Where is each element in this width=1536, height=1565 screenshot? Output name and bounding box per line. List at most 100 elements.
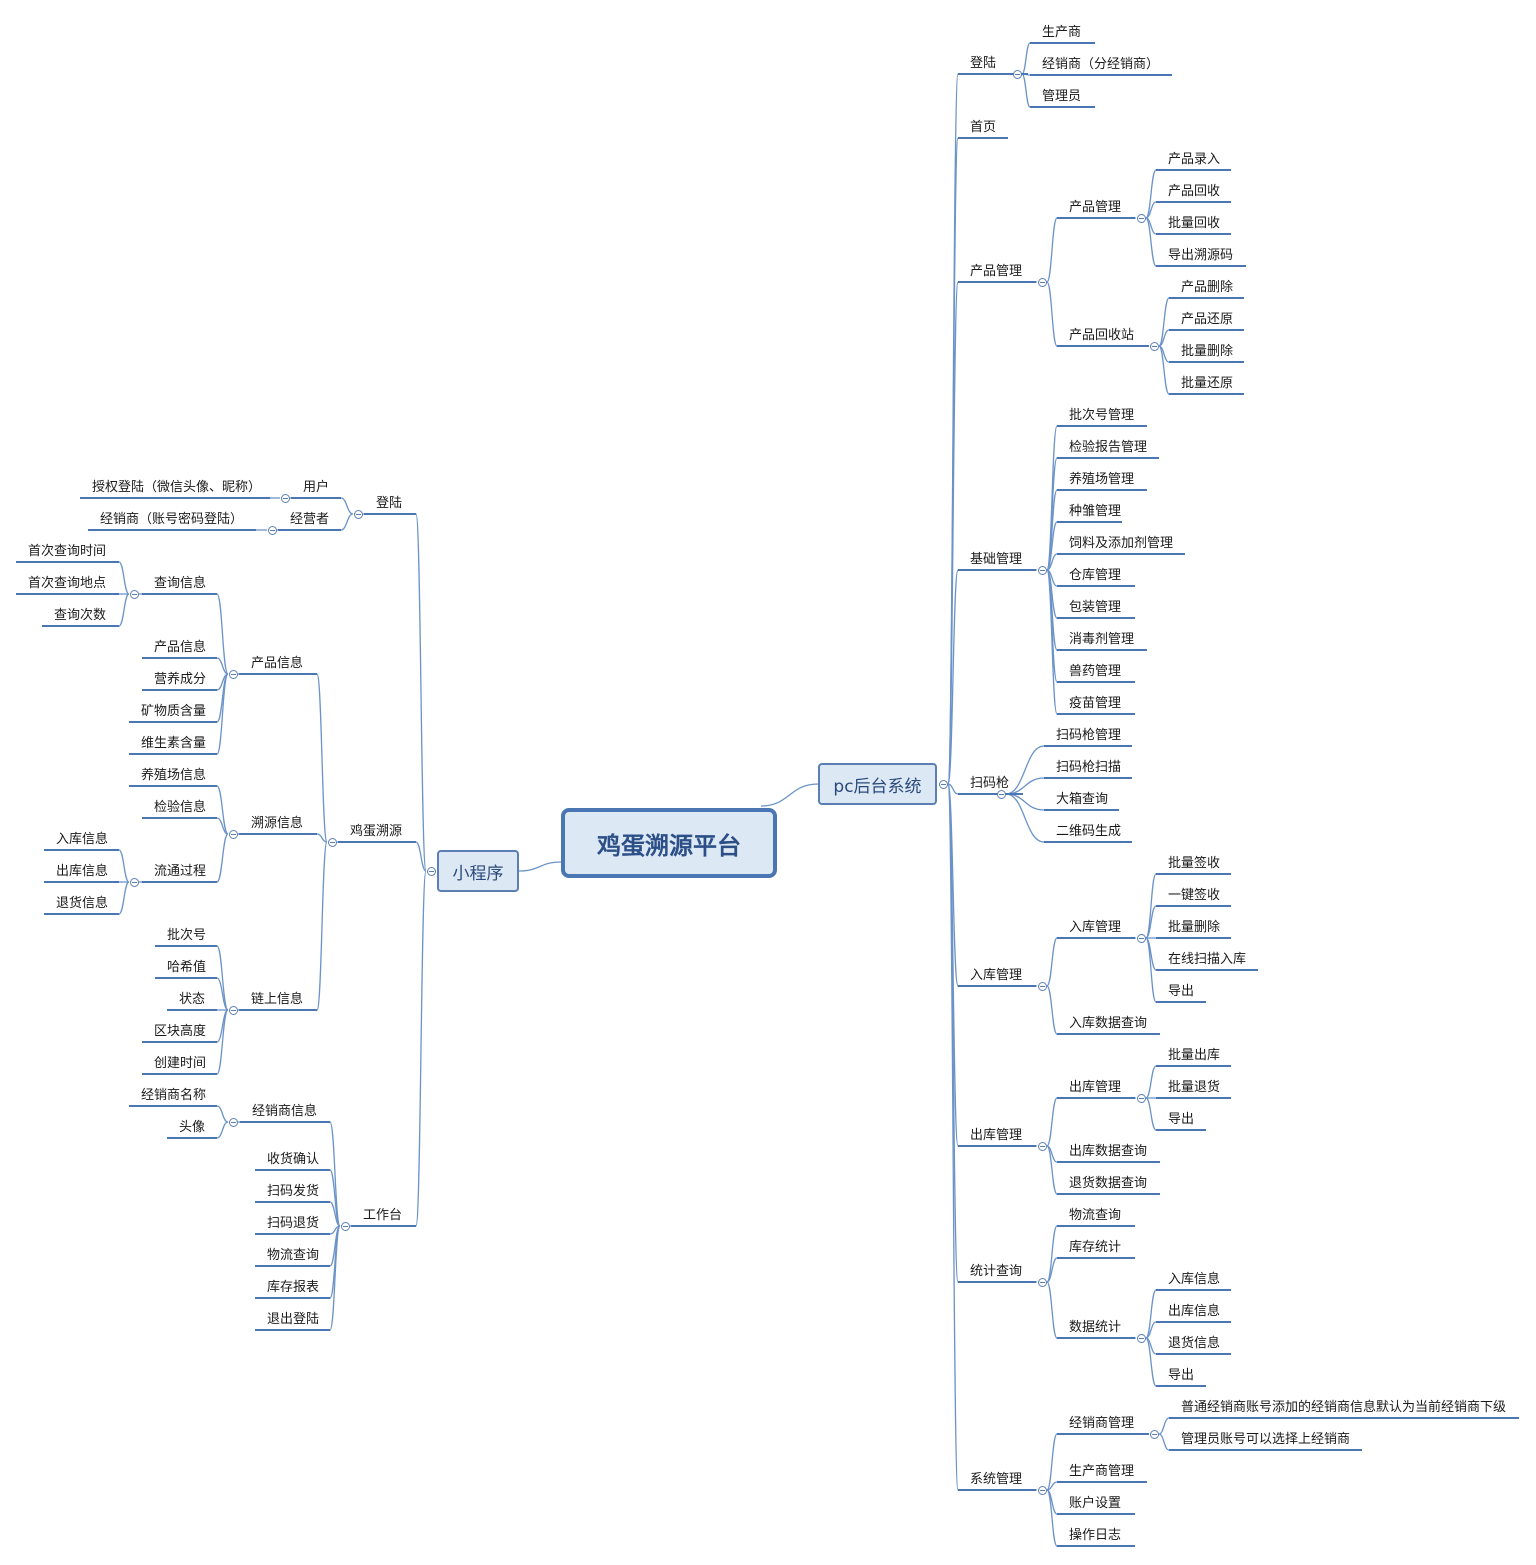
node-label[interactable]: 批次号管理 [1069, 408, 1135, 423]
node-label[interactable]: 批量出库 [1168, 1048, 1221, 1063]
node-label[interactable]: 查询信息 [154, 576, 207, 591]
node-label[interactable]: 区块高度 [154, 1024, 207, 1039]
node-label[interactable]: 生产商管理 [1069, 1464, 1135, 1479]
node-label[interactable]: 检验信息 [154, 800, 207, 815]
node-label[interactable]: 疫苗管理 [1069, 696, 1122, 711]
node-label[interactable]: 出库信息 [56, 864, 109, 879]
node-label[interactable]: 产品管理 [970, 264, 1023, 279]
node-label[interactable]: 流通过程 [154, 864, 207, 879]
node-label[interactable]: 导出 [1168, 984, 1195, 999]
node-label[interactable]: 仓库管理 [1069, 568, 1122, 583]
node-label[interactable]: 在线扫描入库 [1168, 952, 1247, 967]
collapse-toggle-icon[interactable] [327, 837, 337, 847]
right-branch-node[interactable]: pc后台系统 [818, 763, 937, 805]
node-label[interactable]: 大箱查询 [1056, 792, 1109, 807]
node-label[interactable]: 库存报表 [267, 1280, 320, 1295]
node-label[interactable]: 账户设置 [1069, 1496, 1122, 1511]
node-label[interactable]: 产品信息 [251, 656, 304, 671]
collapse-toggle-icon[interactable] [1149, 341, 1159, 351]
node-label[interactable]: 批量签收 [1168, 856, 1221, 871]
node-label[interactable]: 一键签收 [1168, 888, 1221, 903]
node-label[interactable]: 物流查询 [267, 1248, 320, 1263]
collapse-toggle-icon[interactable] [340, 1221, 350, 1231]
node-label[interactable]: 批量还原 [1181, 376, 1234, 391]
node-label[interactable]: 经销商名称 [141, 1088, 207, 1103]
collapse-toggle-icon[interactable] [1012, 69, 1022, 79]
node-label[interactable]: 统计查询 [970, 1264, 1023, 1279]
node-label[interactable]: 导出 [1168, 1112, 1195, 1127]
node-label[interactable]: 入库信息 [1168, 1272, 1221, 1287]
node-label[interactable]: 营养成分 [154, 672, 207, 687]
collapse-toggle-icon[interactable] [1037, 1485, 1047, 1495]
node-label[interactable]: 基础管理 [970, 552, 1023, 567]
node-label[interactable]: 批次号 [167, 928, 207, 943]
collapse-toggle-icon[interactable] [1136, 213, 1146, 223]
node-label[interactable]: 哈希值 [167, 960, 207, 975]
node-label[interactable]: 查询次数 [54, 608, 107, 623]
node-label[interactable]: 种雏管理 [1069, 504, 1122, 519]
node-label[interactable]: 退出登陆 [267, 1312, 320, 1327]
collapse-toggle-icon[interactable] [228, 829, 238, 839]
node-label[interactable]: 管理员 [1042, 89, 1082, 104]
collapse-toggle-icon[interactable] [228, 1117, 238, 1127]
node-label[interactable]: 出库管理 [970, 1128, 1023, 1143]
collapse-toggle-icon[interactable] [1037, 1141, 1047, 1151]
node-label[interactable]: 入库管理 [970, 968, 1023, 983]
node-label[interactable]: 经销商（分经销商） [1042, 57, 1160, 72]
node-label[interactable]: 扫码发货 [267, 1184, 320, 1199]
node-label[interactable]: 物流查询 [1069, 1208, 1122, 1223]
node-label[interactable]: 消毒剂管理 [1069, 632, 1135, 647]
collapse-toggle-icon[interactable] [1037, 565, 1047, 575]
collapse-toggle-icon[interactable] [938, 779, 948, 789]
node-label[interactable]: 鸡蛋溯源 [350, 824, 403, 839]
node-label[interactable]: 维生素含量 [141, 736, 207, 751]
node-label[interactable]: 溯源信息 [251, 816, 304, 831]
node-label[interactable]: 工作台 [363, 1208, 403, 1223]
node-label[interactable]: 导出溯源码 [1168, 248, 1234, 263]
node-label[interactable]: 扫码枪管理 [1056, 728, 1122, 743]
node-label[interactable]: 出库管理 [1069, 1080, 1122, 1095]
node-label[interactable]: 授权登陆（微信头像、昵称） [92, 480, 262, 495]
node-label[interactable]: 操作日志 [1069, 1528, 1122, 1543]
node-label[interactable]: 退货数据查询 [1069, 1176, 1148, 1191]
node-label[interactable]: 经销商管理 [1069, 1416, 1135, 1431]
collapse-toggle-icon[interactable] [1136, 933, 1146, 943]
node-label[interactable]: 兽药管理 [1069, 664, 1122, 679]
node-label[interactable]: 批量回收 [1168, 216, 1221, 231]
node-label[interactable]: 普通经销商账号添加的经销商信息默认为当前经销商下级 [1181, 1400, 1507, 1415]
collapse-toggle-icon[interactable] [1037, 981, 1047, 991]
node-label[interactable]: 扫码退货 [267, 1216, 320, 1231]
node-label[interactable]: 饲料及添加剂管理 [1069, 536, 1174, 551]
node-label[interactable]: 登陆 [970, 56, 997, 71]
node-label[interactable]: 产品删除 [1181, 280, 1234, 295]
node-label[interactable]: 生产商 [1042, 25, 1082, 40]
collapse-toggle-icon[interactable] [267, 525, 277, 535]
node-label[interactable]: 批量退货 [1168, 1080, 1221, 1095]
node-label[interactable]: 入库管理 [1069, 920, 1122, 935]
node-label[interactable]: 出库数据查询 [1069, 1144, 1148, 1159]
collapse-toggle-icon[interactable] [996, 789, 1006, 799]
node-label[interactable]: 登陆 [376, 496, 403, 511]
node-label[interactable]: 经营者 [290, 512, 330, 527]
root-node[interactable]: 鸡蛋溯源平台 [561, 808, 777, 878]
node-label[interactable]: 数据统计 [1069, 1320, 1122, 1335]
node-label[interactable]: 创建时间 [154, 1056, 207, 1071]
collapse-toggle-icon[interactable] [228, 669, 238, 679]
node-label[interactable]: 扫码枪扫描 [1056, 760, 1122, 775]
node-label[interactable]: 产品回收站 [1069, 328, 1135, 343]
node-label[interactable]: 库存统计 [1069, 1240, 1122, 1255]
node-label[interactable]: 产品录入 [1168, 152, 1221, 167]
node-label[interactable]: 检验报告管理 [1069, 440, 1148, 455]
node-label[interactable]: 包装管理 [1069, 600, 1122, 615]
left-branch-node[interactable]: 小程序 [437, 850, 519, 892]
collapse-toggle-icon[interactable] [1149, 1429, 1159, 1439]
node-label[interactable]: 管理员账号可以选择上经销商 [1181, 1432, 1351, 1447]
node-label[interactable]: 入库数据查询 [1069, 1016, 1148, 1031]
node-label[interactable]: 退货信息 [56, 896, 109, 911]
node-label[interactable]: 出库信息 [1168, 1304, 1221, 1319]
node-label[interactable]: 经销商（账号密码登陆） [100, 512, 244, 527]
node-label[interactable]: 二维码生成 [1056, 824, 1122, 839]
node-label[interactable]: 系统管理 [970, 1472, 1023, 1487]
collapse-toggle-icon[interactable] [1136, 1333, 1146, 1343]
node-label[interactable]: 头像 [179, 1120, 206, 1135]
